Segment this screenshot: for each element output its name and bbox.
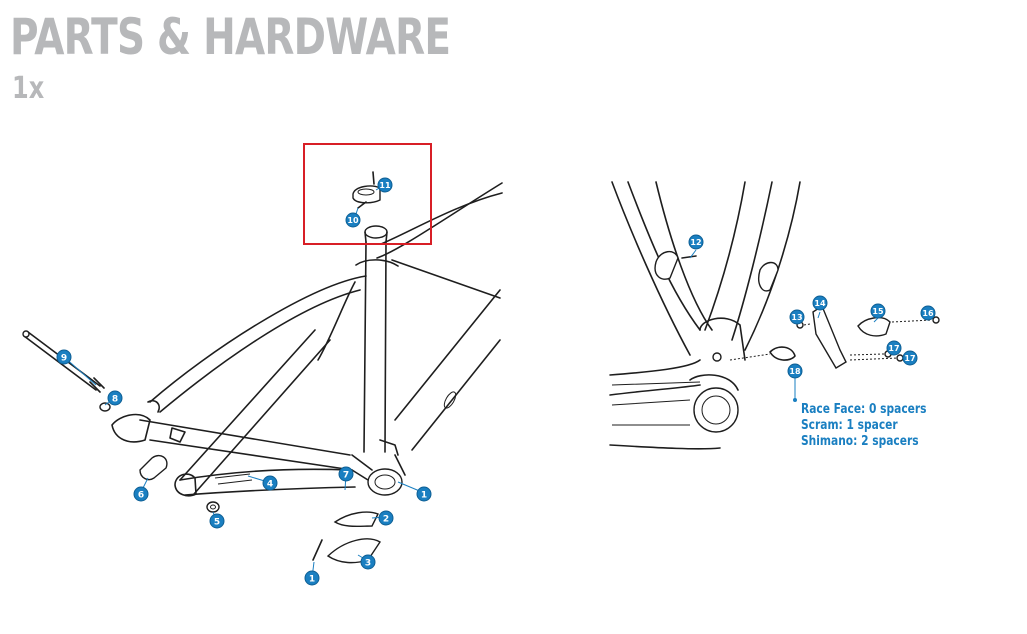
svg-text:15: 15 — [872, 307, 884, 316]
callout-16: 16 — [920, 305, 936, 321]
svg-text:7: 7 — [343, 471, 349, 481]
svg-text:4: 4 — [267, 480, 273, 490]
callout-9: 9 — [56, 349, 72, 365]
svg-text:5: 5 — [214, 518, 220, 528]
svg-text:17: 17 — [888, 344, 899, 353]
callout-17a: 17 — [886, 340, 902, 356]
callout-15: 15 — [870, 303, 886, 319]
callout-1b: 1 — [304, 570, 320, 586]
svg-text:13: 13 — [791, 313, 802, 322]
guide-arm-14 — [812, 304, 847, 369]
highlight-box — [303, 143, 432, 245]
svg-text:10: 10 — [347, 216, 359, 225]
page-subtitle: 1x — [12, 71, 45, 106]
callout-1a: 1 — [416, 486, 432, 502]
callout-8: 8 — [107, 390, 123, 406]
callout-17b: 17 — [902, 350, 918, 366]
svg-text:12: 12 — [690, 238, 701, 247]
callout-2: 2 — [378, 510, 394, 526]
callout-10: 10 — [345, 212, 361, 228]
svg-text:18: 18 — [789, 367, 801, 376]
note-shimano: Shimano: 2 spacers — [801, 434, 919, 449]
svg-text:11: 11 — [379, 181, 391, 190]
bottom-bracket-shell — [367, 468, 403, 496]
svg-text:16: 16 — [922, 309, 934, 318]
note-race-face: Race Face: 0 spacers — [801, 402, 927, 417]
svg-text:1: 1 — [309, 575, 315, 585]
left-frame-drawing — [22, 171, 503, 579]
callout-7: 7 — [338, 466, 354, 482]
callout-12: 12 — [688, 234, 704, 250]
callout-6: 6 — [133, 486, 149, 502]
svg-text:17: 17 — [904, 354, 915, 363]
svg-text:3: 3 — [365, 559, 371, 569]
callout-14: 14 — [812, 295, 828, 311]
callout-11: 11 — [377, 177, 393, 193]
svg-text:8: 8 — [112, 395, 118, 405]
callout-4: 4 — [262, 475, 278, 491]
note-scram: Scram: 1 spacer — [801, 418, 898, 433]
callout-5: 5 — [209, 513, 225, 529]
svg-text:2: 2 — [383, 515, 389, 525]
svg-text:14: 14 — [814, 299, 826, 308]
bb-detail-shell — [693, 387, 739, 433]
page-title: PARTS & HARDWARE — [10, 8, 451, 66]
spacer-notes: Race Face: 0 spacers Scram: 1 spacer Shi… — [801, 402, 954, 450]
seat-tube-top — [364, 225, 388, 239]
svg-text:6: 6 — [138, 491, 144, 501]
callout-18: 18 — [787, 363, 803, 379]
svg-text:1: 1 — [421, 491, 427, 501]
callout-13: 13 — [789, 309, 805, 325]
callout-3: 3 — [360, 554, 376, 570]
svg-text:9: 9 — [61, 354, 67, 364]
